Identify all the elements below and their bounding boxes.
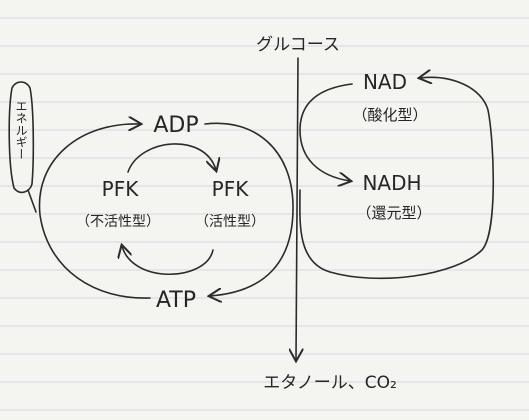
nadh-to-nad-arrow [299,77,495,280]
atp-label: ATP [156,288,196,313]
pfk-active-label: PFK [212,177,250,201]
nadh-label: NADH [362,171,421,195]
pfk-inactive-label: PFK [102,177,140,201]
nad-to-nadh-arrow [299,83,352,181]
nad-label: NAD [363,70,407,94]
atp-to-adp-cycle-arrow [38,124,151,299]
energy-bubble [8,81,35,194]
pfk-activation-arrow [127,143,216,172]
pfk-inactive-state-label: （不活性型） [76,214,160,230]
nadh-state-label: （還元型） [356,204,431,222]
glucose-to-ethanol-arrow [296,57,298,360]
adp-to-atp-cycle-arrow [204,122,294,296]
pfk-active-state-label: （活性型） [195,214,265,230]
notebook-rules [0,17,529,411]
adp-label: ADP [153,113,198,138]
energy-label: エネルギー [14,100,28,160]
energy-pointer [27,189,37,213]
glucose-label: グルコース [256,35,340,55]
nad-state-label: （酸化型） [352,106,427,124]
pfk-inactivation-arrow [122,246,214,275]
ethanol-co2-label: エタノール、CO₂ [263,373,397,393]
